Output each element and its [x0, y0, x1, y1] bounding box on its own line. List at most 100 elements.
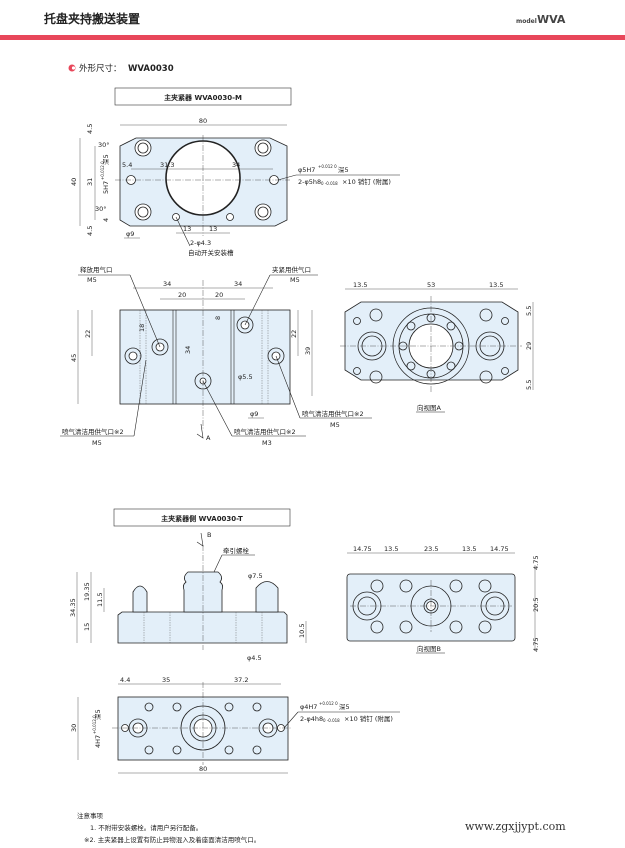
- view-a-title: 向视图A: [417, 403, 442, 412]
- header-title: 托盘夹持搬送装置: [44, 11, 140, 26]
- clamp-port-label: 夹紧用供气口: [272, 265, 311, 274]
- pin-hole-depth: 深5: [338, 165, 349, 174]
- header-accent-bar: [0, 35, 625, 40]
- dim-31-3: 31.3: [160, 161, 174, 169]
- drawing-wva0030-m-top: 主夹紧器 WVA0030-M 80 4.5 40 31 4.5 30° 30° …: [70, 87, 400, 257]
- note-item: ※2. 主夹紧器上设置有防止异物混入及着座面清洁用喷气口。: [84, 835, 260, 844]
- t-pin-hole-side-tol: +0.012 0: [92, 715, 97, 734]
- clamp-port-thread: M5: [290, 276, 300, 284]
- drawing-wva0030-t-side: 主夹紧器側 WVA0030-T B 牵引螺栓 34.35 19.35 11.5 …: [69, 508, 307, 662]
- dim-phi4-5: φ4.5: [247, 654, 262, 662]
- notes-title: 注意事项: [77, 811, 104, 820]
- release-port-thread: M5: [87, 276, 97, 284]
- dim-37-2: 37.2: [234, 676, 248, 684]
- pin-hole-spec: φ5H7: [298, 166, 315, 174]
- pin-tol: 0 -0.018: [321, 181, 338, 186]
- pin-hole-side-tol: +0.012 0: [100, 161, 105, 180]
- dim-8: 8: [214, 316, 222, 320]
- dim-22-a: 22: [84, 330, 92, 338]
- drawing-wva0030-m-front: 释放用气口 M5 夹紧用供气口 M5 34 34 20 20 45 22 18 …: [60, 265, 372, 447]
- drawing-view-a: 13.5 53 13.5 5.5 29 5.5 向视图A: [340, 281, 534, 413]
- dim-13-5-d: 13.5: [462, 545, 476, 553]
- dim-5-4: 5.4: [122, 161, 132, 169]
- dim-31: 31: [86, 178, 94, 186]
- drawing-m-title: 主夹紧器 WVA0030-M: [164, 93, 242, 102]
- dim-5-5-a: 5.5: [525, 306, 533, 316]
- dim-18: 18: [138, 324, 146, 332]
- dim-34-b: 34: [234, 280, 242, 288]
- dim-14-75-a: 14.75: [353, 545, 372, 553]
- air-port-center-label: 喷气清洁用供气口※2: [234, 427, 296, 436]
- section-title: 外形尺寸：: [79, 63, 122, 74]
- dim-4-4: 4.4: [120, 676, 130, 684]
- dim-29: 29: [525, 342, 533, 350]
- dim-13-b: 13: [209, 225, 217, 233]
- dim-34-a: 34: [163, 280, 171, 288]
- drawing-view-b: 14.75 13.5 23.5 13.5 14.75 4.75 20.5 4.7…: [346, 545, 540, 654]
- dim-22-b: 22: [290, 330, 298, 338]
- model-prefix: model: [516, 18, 537, 25]
- dim-23-5: 23.5: [424, 545, 438, 553]
- pin-hole-side-depth: 深5: [101, 154, 110, 165]
- t-pin-hole-depth: 深5: [339, 702, 350, 711]
- dim-phi9: φ9: [126, 230, 134, 238]
- dim-53: 53: [427, 281, 435, 289]
- dim-11-5: 11.5: [96, 593, 104, 607]
- dim-40: 40: [70, 178, 78, 186]
- view-mark-a: A: [206, 434, 211, 442]
- dim-34-c: 34: [184, 346, 192, 354]
- dim-20-5: 20.5: [532, 598, 540, 612]
- view-b-title: 向视图B: [417, 644, 441, 653]
- dim-13-5-a: 13.5: [353, 281, 367, 289]
- model-name: WVA: [537, 13, 566, 26]
- dim-19-35: 19.35: [83, 582, 91, 601]
- dim-4: 4: [102, 218, 110, 222]
- dim-35: 35: [162, 676, 170, 684]
- pin-spec: 2-φ5h8: [298, 178, 321, 186]
- air-port-left-thread: M5: [92, 439, 102, 447]
- air-port-right-label: 喷气清洁用供气口※2: [302, 409, 364, 418]
- t-pin-spec: 2-φ4h8: [300, 715, 323, 723]
- dim-13-5-b: 13.5: [489, 281, 503, 289]
- t-pin-hole-spec: φ4H7: [300, 703, 317, 711]
- dim-phi9-front: φ9: [250, 410, 258, 418]
- slot-label: 2-φ4.3: [190, 239, 211, 247]
- t-pin-hole-tol: +0.012 0: [319, 701, 338, 706]
- pin-hole-tol: +0.012 0: [318, 164, 337, 169]
- dim-5-5-b: 5.5: [525, 380, 533, 390]
- section-model: WVA0030: [128, 64, 174, 74]
- dim-4-5-bottom: 4.5: [86, 226, 94, 236]
- drawing-t-title: 主夹紧器側 WVA0030-T: [161, 514, 243, 523]
- dim-34: 34: [232, 161, 240, 169]
- circle-bullet-icon: [68, 64, 76, 72]
- title-box: [114, 87, 292, 106]
- dim-4-75-a: 4.75: [532, 556, 540, 570]
- dim-15: 15: [83, 623, 91, 631]
- pull-bolt-label: 牵引螺栓: [223, 546, 250, 555]
- note-item: 1. 不附带安装螺栓。请用户另行配备。: [90, 823, 202, 832]
- dim-80-t: 80: [199, 765, 207, 773]
- dim-4-75-b: 4.75: [532, 638, 540, 652]
- dim-13-a: 13: [183, 225, 191, 233]
- dim-34-35: 34.35: [69, 598, 77, 617]
- dim-13-5-c: 13.5: [384, 545, 398, 553]
- air-port-center-thread: M3: [262, 439, 272, 447]
- t-pin-rest: ×10 销钉 (附属): [344, 714, 393, 723]
- drawing-wva0030-t-top: 4.4 35 37.2 30 4H7 +0.012 0 深5 80 φ4H7 +…: [70, 676, 400, 774]
- dim-20-b: 20: [215, 291, 223, 299]
- switch-slot-label: 自动开关安装槽: [188, 248, 234, 257]
- pin-hole-side: 5H7: [102, 181, 110, 194]
- watermark: www.zgxjjypt.com: [465, 820, 566, 833]
- dim-30deg-top: 30°: [98, 141, 110, 149]
- dim-phi7-5: φ7.5: [248, 572, 263, 580]
- dim-39: 39: [304, 347, 312, 355]
- dim-30: 30: [70, 724, 78, 732]
- air-port-right-thread: M5: [330, 421, 340, 429]
- t-pin-tol: 0 -0.018: [323, 718, 340, 723]
- dim-10-5: 10.5: [298, 624, 306, 638]
- dim-80: 80: [199, 117, 207, 125]
- view-mark-b: B: [207, 531, 211, 539]
- pin-rest: ×10 销钉 (附属): [342, 177, 391, 186]
- dim-45: 45: [70, 354, 78, 362]
